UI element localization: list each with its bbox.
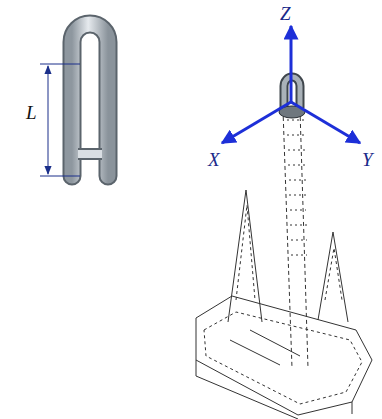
dimension-line — [40, 64, 80, 176]
axis-label: Z — [280, 4, 291, 23]
anchor-drawing — [196, 110, 372, 419]
shackle — [72, 24, 108, 176]
coordinate-axes — [222, 26, 360, 143]
axis-label: Y — [362, 150, 373, 169]
axis-label: X — [208, 150, 220, 169]
dimension-label: L — [26, 103, 37, 122]
